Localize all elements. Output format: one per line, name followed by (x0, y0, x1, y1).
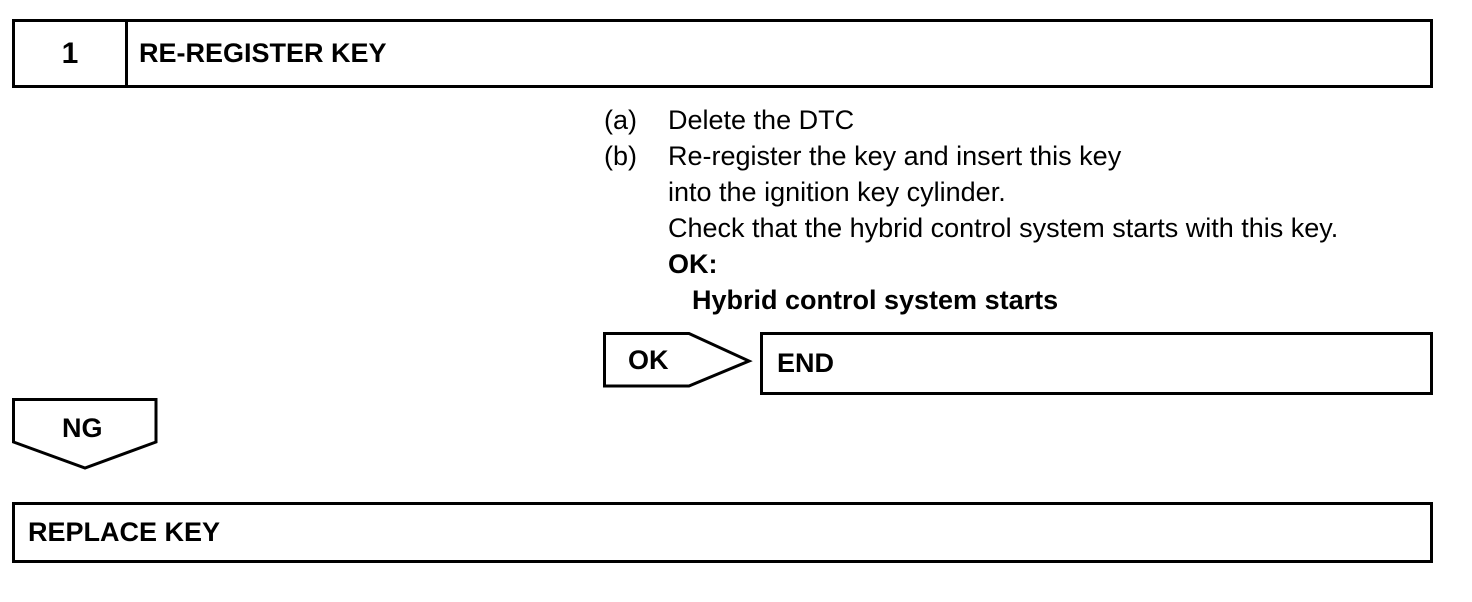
instruction-b-line-3: Check that the hybrid control system sta… (668, 213, 1339, 243)
instruction-b-line-2: into the ignition key cylinder. (668, 177, 1006, 207)
step-number: 1 (15, 22, 128, 85)
step-title: RE-REGISTER KEY (139, 38, 387, 68)
end-label: END (777, 348, 835, 378)
ng-branch-label: NG (62, 413, 103, 443)
instruction-b-marker: (b) (604, 141, 637, 171)
ok-branch-label: OK (628, 345, 669, 375)
ok-arrow-icon (603, 332, 753, 388)
instruction-a-text: Delete the DTC (668, 105, 855, 135)
end-box: END (760, 332, 1433, 395)
replace-key-label: REPLACE KEY (28, 517, 221, 547)
ng-arrow-icon (12, 398, 158, 470)
instruction-b-line-1: Re-register the key and insert this key (668, 141, 1122, 171)
ok-condition: Hybrid control system starts (692, 285, 1059, 315)
ok-heading: OK: (668, 249, 718, 279)
replace-key-box: REPLACE KEY (12, 502, 1433, 563)
step-header: 1 RE-REGISTER KEY (12, 19, 1433, 88)
instruction-a-marker: (a) (604, 105, 637, 135)
